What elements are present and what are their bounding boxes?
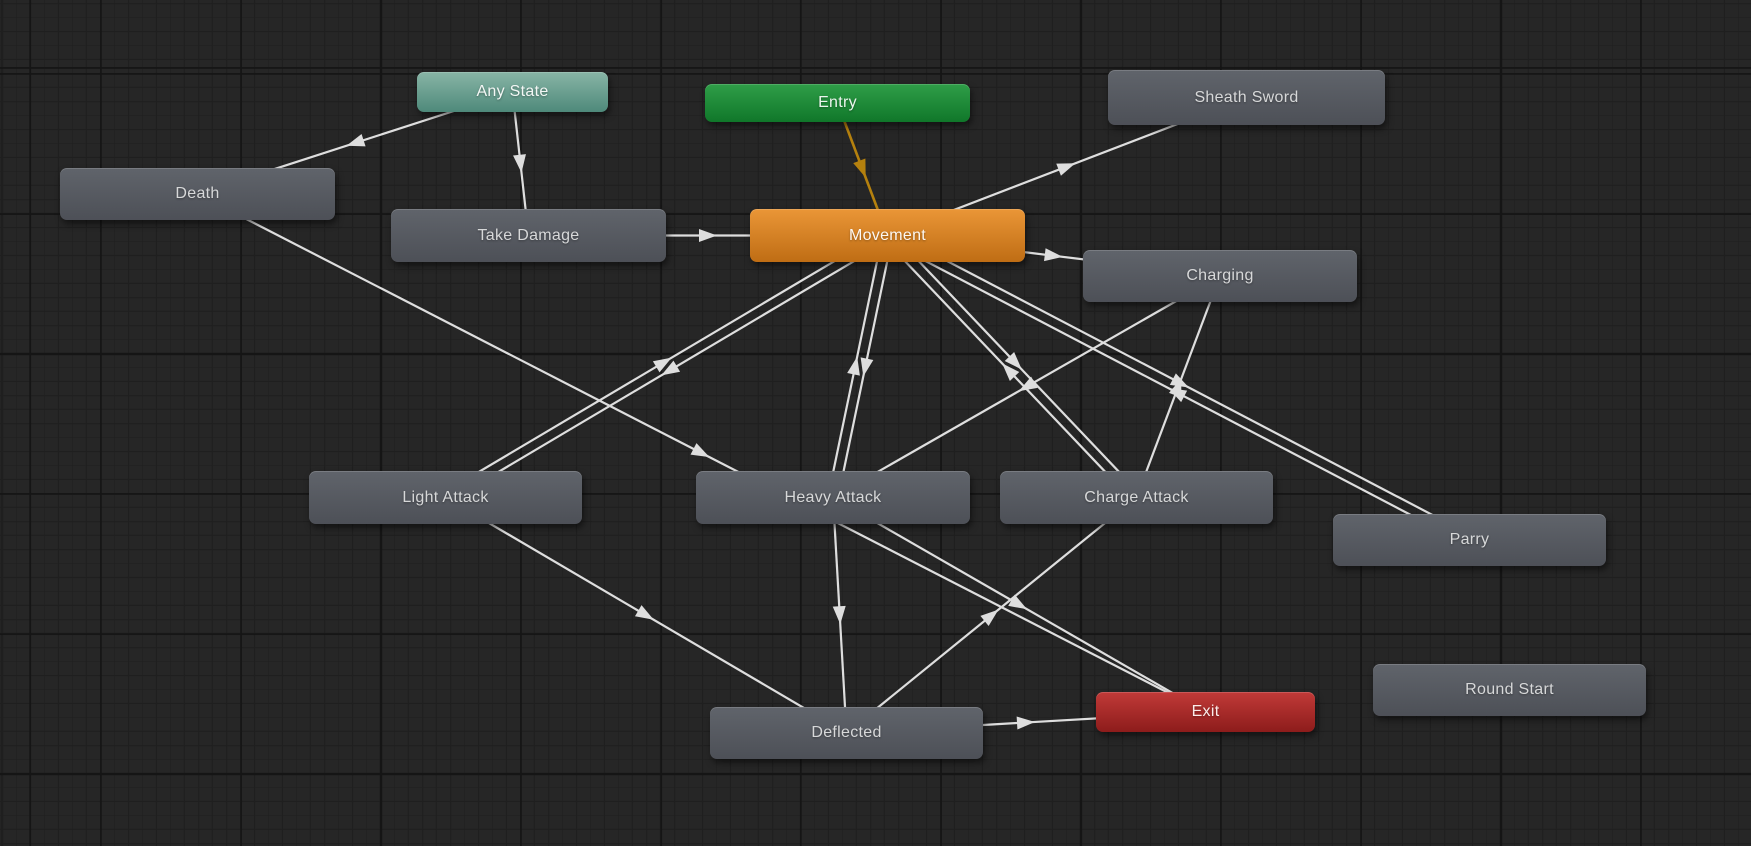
transition-arrow-icon (690, 443, 710, 458)
state-node-take-damage[interactable]: Take Damage (391, 209, 666, 262)
transition-movement-to-light-attack[interactable] (447, 238, 891, 503)
transition-arrow-icon (634, 605, 654, 620)
state-node-label: Death (175, 185, 220, 202)
transition-deflected-to-charge-attack[interactable] (845, 496, 1138, 734)
transition-arrow-icon (1044, 248, 1063, 262)
state-node-charging[interactable]: Charging (1083, 250, 1357, 302)
transition-arrow-icon (980, 609, 999, 626)
transition-arrow-icon (832, 605, 846, 625)
transition-arrow-icon (652, 357, 672, 373)
transition-arrow-icon (1004, 352, 1022, 370)
state-node-label: Take Damage (477, 226, 580, 244)
transition-death-to-exit[interactable] (196, 193, 1207, 713)
state-node-entry[interactable]: Entry (705, 84, 970, 122)
state-node-label: Sheath Sword (1194, 88, 1299, 106)
transition-charge-attack-to-movement[interactable] (883, 238, 1134, 502)
state-node-heavy-attack[interactable]: Heavy Attack (696, 471, 970, 524)
transition-arrow-icon (1056, 163, 1076, 176)
transition-arrow-icon (1016, 716, 1035, 730)
state-node-label: Heavy Attack (784, 488, 882, 506)
transition-heavy-attack-to-deflected[interactable] (831, 497, 848, 734)
transition-heavy-attack-to-movement[interactable] (827, 234, 884, 497)
state-node-label: Charge Attack (1084, 488, 1189, 506)
state-node-deflected[interactable]: Deflected (710, 707, 983, 759)
state-node-light-attack[interactable]: Light Attack (309, 471, 582, 524)
state-node-label: Entry (818, 94, 857, 111)
state-node-label: Charging (1186, 267, 1254, 284)
transition-light-attack-to-deflected[interactable] (444, 496, 848, 734)
transition-arrow-icon (860, 357, 874, 377)
state-node-death[interactable]: Death (60, 168, 335, 220)
state-node-movement[interactable]: Movement (750, 209, 1025, 262)
state-node-sheath-sword[interactable]: Sheath Sword (1108, 70, 1385, 125)
transition-movement-to-heavy-attack[interactable] (836, 236, 894, 499)
state-node-parry[interactable]: Parry (1333, 514, 1606, 566)
transition-arrow-icon (1018, 376, 1038, 392)
state-node-label: Exit (1191, 703, 1220, 720)
state-node-round-start[interactable]: Round Start (1373, 664, 1646, 716)
transition-arrow-icon (1169, 373, 1189, 388)
state-node-label: Light Attack (402, 488, 489, 506)
transition-arrow-icon (1002, 363, 1020, 381)
state-node-label: Deflected (811, 724, 882, 741)
state-node-label: Round Start (1465, 681, 1554, 698)
transition-arrow-icon (346, 134, 366, 147)
state-node-charge-attack[interactable]: Charge Attack (1000, 471, 1273, 524)
transition-arrow-icon (853, 158, 866, 178)
transition-light-attack-to-movement[interactable] (442, 230, 886, 495)
state-node-exit[interactable]: Exit (1096, 692, 1315, 732)
transition-arrow-icon (699, 229, 717, 242)
transition-charge-attack-to-charging[interactable] (1135, 275, 1222, 498)
transition-arrow-icon (847, 356, 860, 376)
transition-arrow-icon (1008, 594, 1028, 610)
transition-movement-to-charge-attack[interactable] (890, 231, 1141, 495)
state-node-label: Any State (476, 83, 549, 100)
transition-heavy-attack-to-exit[interactable] (832, 496, 1207, 713)
state-node-label: Parry (1449, 531, 1490, 548)
transition-arrow-icon (661, 360, 681, 376)
transition-charging-to-heavy-attack[interactable] (832, 275, 1221, 499)
transition-arrow-icon (513, 154, 526, 173)
state-node-any-state[interactable]: Any State (417, 72, 608, 112)
transition-arrow-icon (1168, 378, 1182, 398)
state-node-label: Movement (848, 226, 927, 244)
